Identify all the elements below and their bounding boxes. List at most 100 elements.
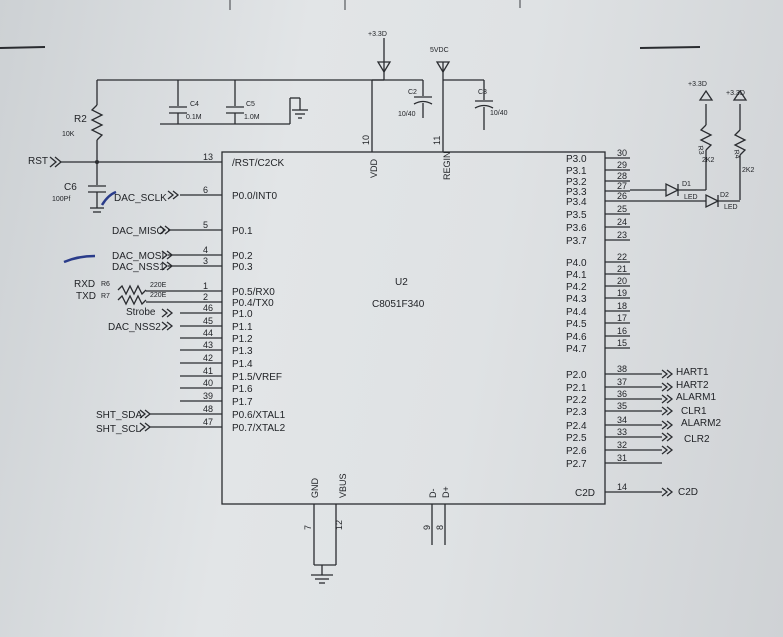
connector-arrow-icon	[159, 225, 167, 235]
ink-mark	[63, 254, 96, 264]
pin-number-label: 40	[203, 378, 213, 388]
d2-value: LED	[724, 204, 738, 211]
net-rst: RST	[28, 156, 48, 167]
pin-name-label: P4.0	[566, 258, 587, 269]
pin-number-label: 24	[617, 217, 627, 227]
pin-name-label: P4.1	[566, 270, 587, 281]
r6-ref: R6	[101, 281, 110, 288]
connector-arrow-icon	[161, 308, 169, 318]
connector-arrow-icon	[666, 432, 674, 442]
pin-name-label: P1.3	[232, 346, 253, 357]
pin-name-label: P3.0	[566, 154, 587, 165]
pin-name-label: P3.3	[566, 187, 587, 198]
pin-number-label: 44	[203, 328, 213, 338]
pin-name-label: P0.3	[232, 262, 253, 273]
pin-name-label: P2.5	[566, 433, 587, 444]
pin-name-label: P0.1	[232, 226, 253, 237]
pin-name-label: P3.4	[566, 197, 587, 208]
pin-name-label: P3.6	[566, 223, 587, 234]
pin-number-label: 31	[617, 453, 627, 463]
pin-name-label: P2.2	[566, 395, 587, 406]
pin-num-gnd: 7	[303, 525, 313, 530]
pin-name-regin: REGIN	[442, 151, 452, 180]
c3-value: 10/40	[490, 110, 508, 117]
connector-arrow-icon	[661, 487, 669, 497]
net-dac-mosi: DAC_MOSI	[112, 251, 164, 262]
pin-name-label: P3.1	[566, 166, 587, 177]
pin-name-label: P1.5/VREF	[232, 372, 282, 383]
pin-number-label: 32	[617, 440, 627, 450]
connector-arrow-icon	[49, 156, 58, 168]
pin-number-label: 4	[203, 245, 208, 255]
d1-ref: D1	[682, 181, 691, 188]
pin-name-label: P1.6	[232, 384, 253, 395]
pin-num-dplus: 8	[435, 525, 445, 530]
chip-ref: U2	[395, 277, 408, 288]
net-v33-b: +3.3D	[688, 81, 707, 88]
pin-number-label: 1	[203, 281, 208, 291]
power-arrow-icon	[435, 61, 451, 74]
pin-name-label: P4.4	[566, 307, 587, 318]
pin-name-label: P1.1	[232, 322, 253, 333]
connector-arrow-icon	[666, 369, 674, 379]
connector-arrow-icon	[139, 409, 147, 419]
pin-number-label: 22	[617, 252, 627, 262]
c3-ref: C3	[478, 89, 487, 96]
pin-num-dminus: 9	[422, 525, 432, 530]
pin-number-label: 16	[617, 326, 627, 336]
pin-name-label: /RST/C2CK	[232, 158, 285, 169]
pin-number-label: 48	[203, 404, 213, 414]
connector-arrow-icon	[661, 406, 669, 416]
pin-name-label: P0.7/XTAL2	[232, 423, 286, 434]
led-d2-icon	[705, 193, 720, 209]
c5-ref: C5	[246, 101, 255, 108]
pin-number-label: 29	[617, 160, 627, 170]
net-dac-nss1: DAC_NSS1	[112, 262, 165, 273]
resistor-r2	[90, 104, 104, 141]
resistor-r3	[699, 124, 713, 151]
pin-name-label: P4.2	[566, 282, 587, 293]
connector-arrow-icon	[166, 308, 174, 318]
border-dash	[0, 46, 46, 49]
connector-arrow-icon	[666, 394, 674, 404]
d2-ref: D2	[720, 192, 729, 199]
r2-value: 10K	[62, 131, 75, 138]
pin-number-label: 45	[203, 316, 213, 326]
c6-value: 100Pf	[52, 196, 70, 203]
d1-value: LED	[684, 194, 698, 201]
pin-name-label: P0.2	[232, 251, 253, 262]
pin-number-label: 33	[617, 427, 627, 437]
connector-arrow-icon	[164, 225, 172, 235]
pin-num-regin: 11	[432, 136, 442, 145]
connector-arrow-icon	[161, 261, 169, 271]
connector-arrow-icon	[661, 432, 669, 442]
r7-ref: R7	[101, 293, 110, 300]
pin-number-label: 17	[617, 313, 627, 323]
connector-arrow-icon	[666, 445, 674, 455]
c2-ref: C2	[408, 89, 417, 96]
pin-number-label: 21	[617, 264, 627, 274]
connector-arrow-icon	[166, 250, 174, 260]
pin-name-label: P0.0/INT0	[232, 191, 277, 202]
pin-name-label: C2D	[575, 488, 595, 499]
c6-ref: C6	[64, 182, 77, 193]
connector-arrow-icon	[144, 422, 152, 432]
pin-num-vbus: 12	[334, 520, 344, 530]
pin-number-label: 20	[617, 276, 627, 286]
r4-ref: R4	[732, 149, 740, 159]
connector-arrow-icon	[167, 190, 175, 200]
connector-arrow-icon	[666, 406, 674, 416]
pin-name-label: P2.3	[566, 407, 587, 418]
pin-name-dminus: D-	[428, 489, 438, 499]
net-hart2: HART2	[676, 380, 709, 391]
net-strobe: Strobe	[126, 307, 156, 318]
pin-name-label: P2.0	[566, 370, 587, 381]
connector-arrow-icon	[661, 369, 669, 379]
pin-number-label: 41	[203, 366, 213, 376]
power-arrow-icon	[376, 61, 392, 74]
ink-mark	[100, 190, 117, 206]
net-sht-scl: SHT_SCL	[96, 424, 141, 435]
connector-arrow-icon	[139, 422, 147, 432]
pin-number-label: 39	[203, 391, 213, 401]
pin-name-label: P3.5	[566, 210, 587, 221]
